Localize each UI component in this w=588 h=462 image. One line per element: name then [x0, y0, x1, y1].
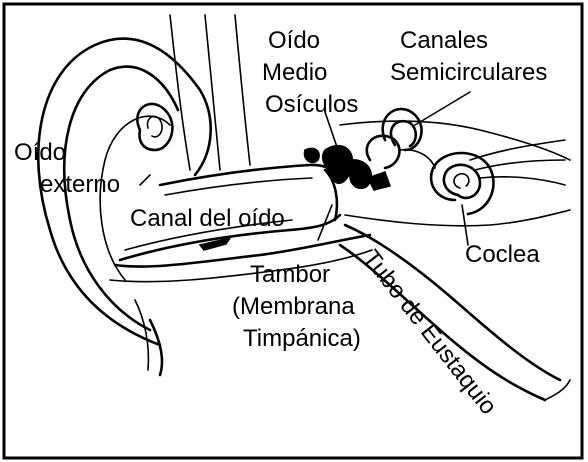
label-oido-medio-line2: Medio — [262, 59, 327, 86]
label-osiculos: Osículos — [265, 91, 358, 118]
label-oido-medio-line1: Oído — [268, 27, 320, 54]
label-tambor-line1: Tambor — [250, 261, 330, 288]
pointer-canales — [415, 92, 470, 125]
auditory-nerve-1 — [470, 140, 565, 160]
concha-inner — [147, 116, 162, 137]
semicircular-canal-3 — [367, 136, 400, 168]
semicircular-canal-2 — [391, 121, 416, 146]
skull-line-1 — [170, 15, 190, 170]
pointer-oido-externo — [140, 175, 150, 185]
label-oido-externo-line2: externo — [40, 171, 120, 198]
eustachian-tube-end — [545, 380, 570, 400]
label-tubo-de-eustaquio: Tubo de Eustaquio — [357, 245, 502, 420]
inner-ear-outline-lower — [345, 210, 570, 226]
ossicles-incus — [350, 160, 371, 189]
label-canal-del-oido: Canal del oído — [130, 205, 285, 232]
concha-loop — [137, 104, 172, 150]
vestibule — [400, 150, 435, 168]
skull-line-3 — [235, 15, 250, 165]
skull-line-2 — [205, 15, 220, 170]
ossicles-malleus — [323, 146, 353, 184]
earlobe — [150, 320, 162, 375]
label-canales-line1: Canales — [400, 27, 488, 54]
label-canales-line2: Semicirculares — [390, 59, 547, 86]
ossicles-shading — [304, 148, 319, 162]
label-oido-externo-line1: Oído — [14, 139, 66, 166]
label-coclea: Coclea — [465, 241, 540, 268]
label-tambor-line2: (Membrana — [232, 293, 355, 320]
label-tambor-line3: Timpánica) — [243, 325, 361, 352]
cochlea-spiral-2 — [454, 174, 469, 188]
